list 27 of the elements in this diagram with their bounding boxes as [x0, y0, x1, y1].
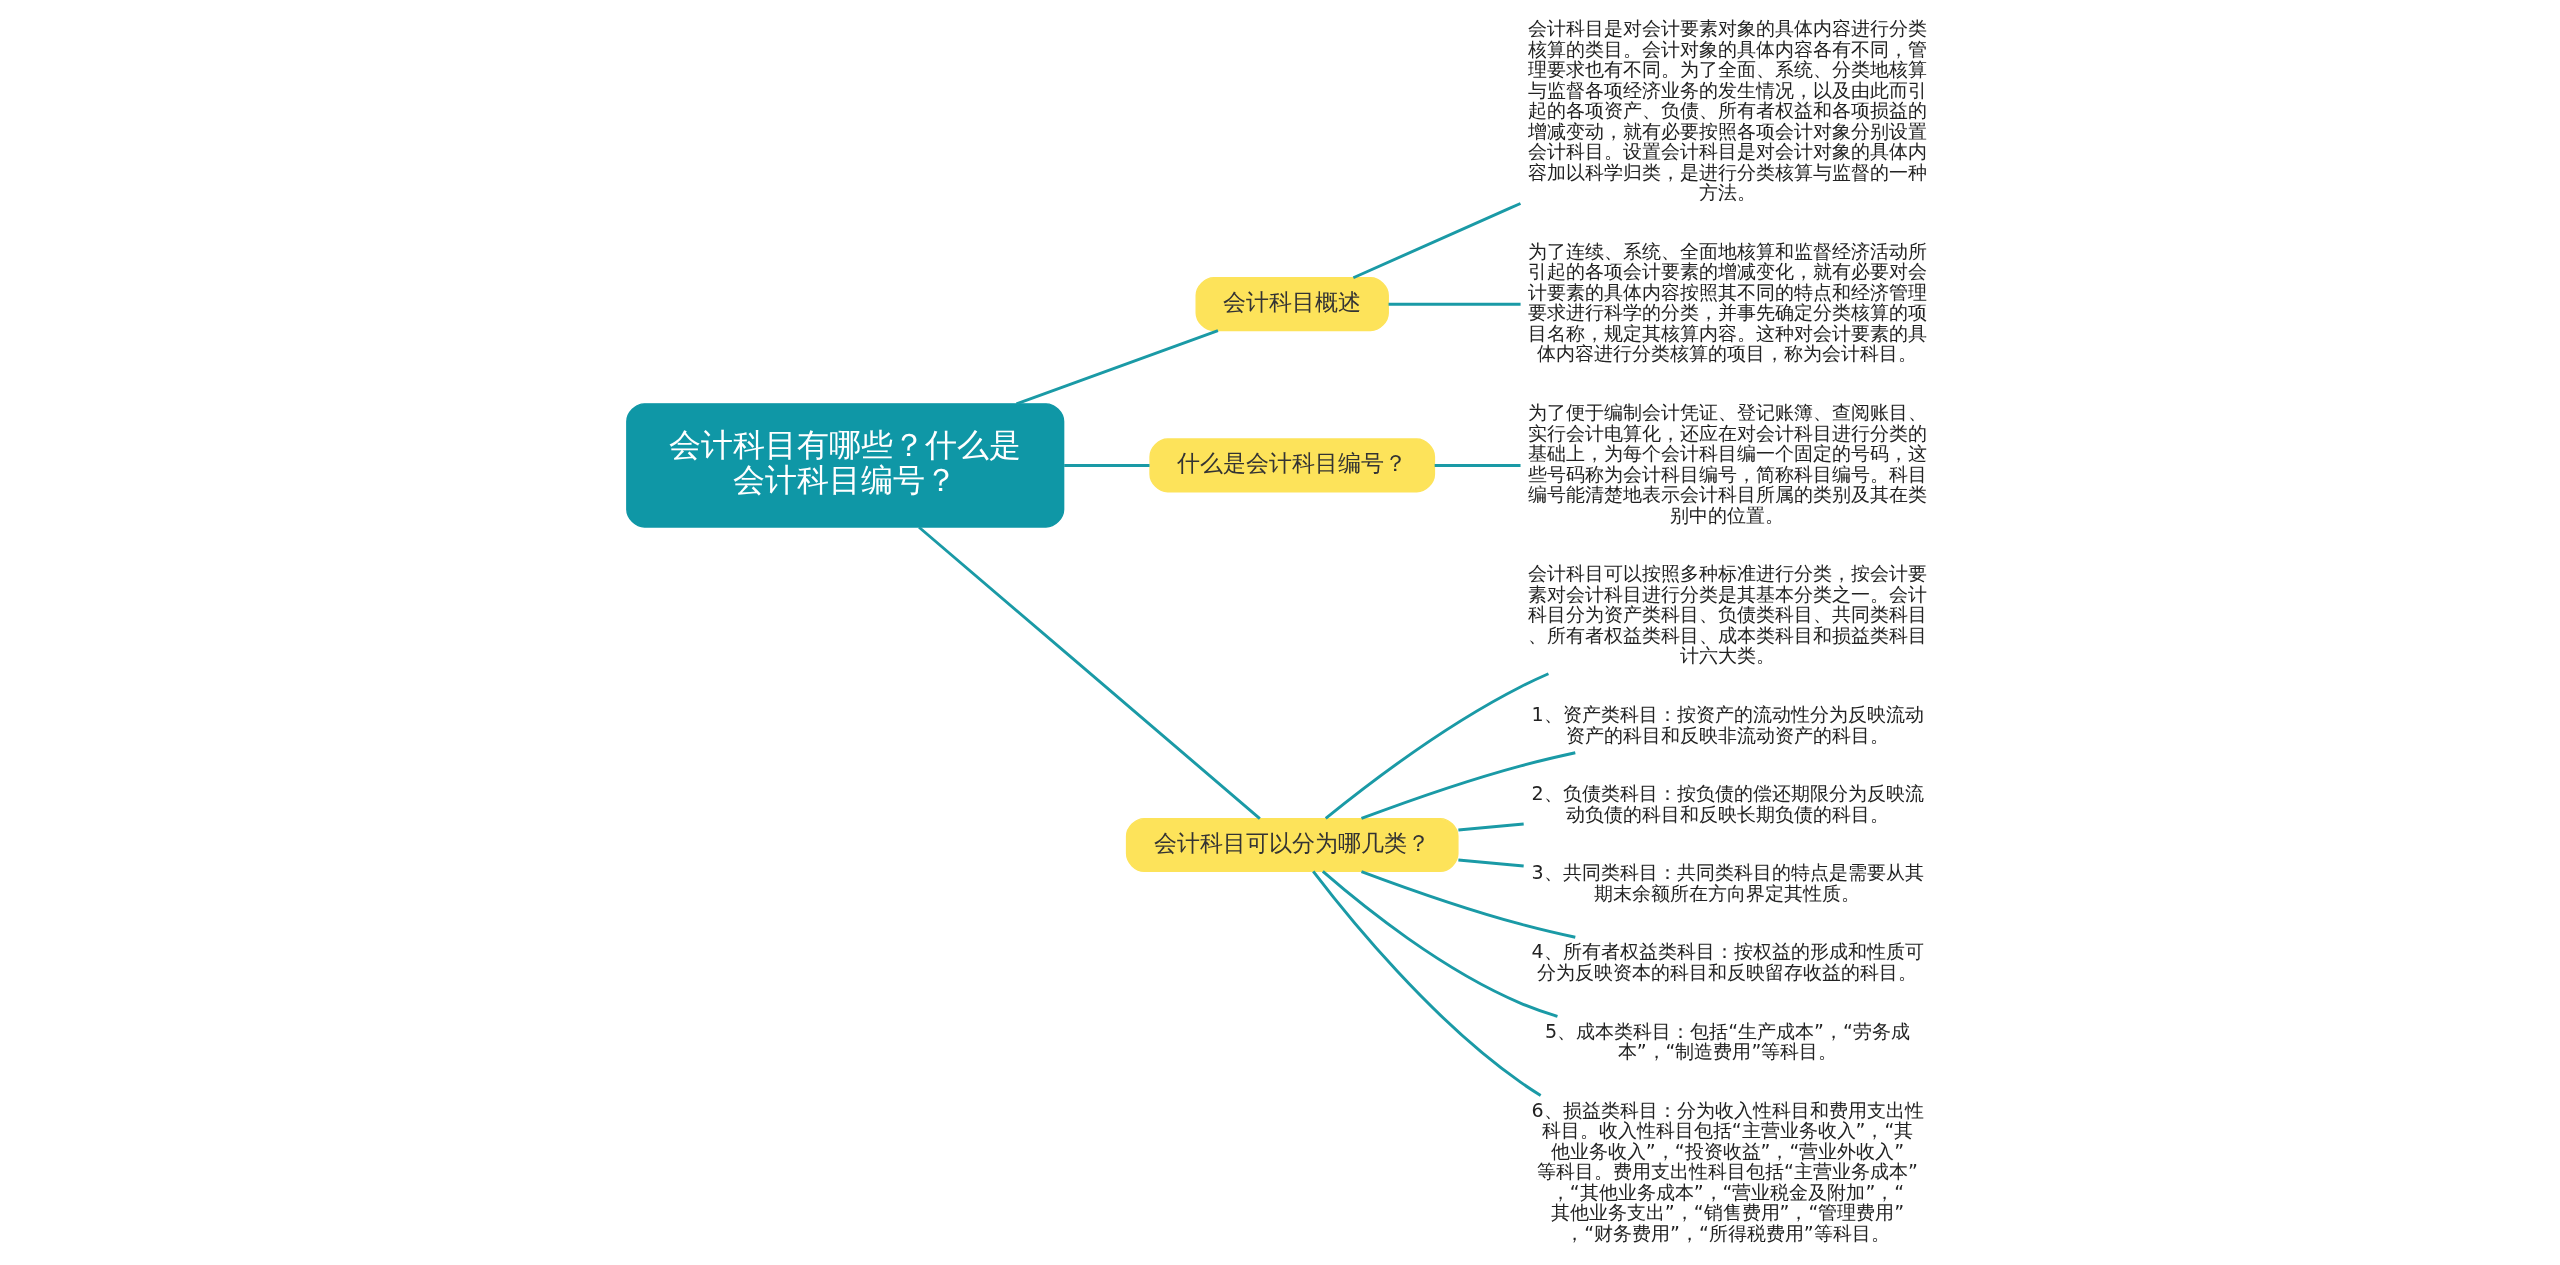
node-text: 会计科目可以按照多种标准进行分类，按会计要素对会计科目进行分类是其基本分类之一。会计科目分为资产类科目、负债类科目、共同类科目、所有者权益类科目、成本类科目和损益类科目计六大类。 [1527, 562, 1927, 667]
node-text: 5、成本类科目：包括“生产成本”，“劳务成本”，“制造费用”等科目。 [1544, 1019, 1910, 1063]
connector [1457, 858, 1524, 868]
node-text: 为了连续、系统、全面地核算和监督经济活动所引起的各项会计要素的增减变化，就有必要对会计要素的具体内容按照其不同的特点和经济管理要求进行科学的分类，并事先确定分类核算的项目名称，规定其核算内容。这种对会计要素的具体内容进行分类核算的项目，称为会计科目。 [1527, 239, 1927, 365]
node-text: 为了便于编制会计凭证、登记账簿、查阅账目、实行会计电算化，还应在对会计科目进行分类的基础上，为每个会计科目编一个固定的号码，这些号码称为会计科目编号，简称科目编号。科目编号能清楚地表示会计科目所属的类别及其在类别中的位置。 [1527, 401, 1927, 526]
connector [1388, 302, 1521, 306]
connector [1352, 202, 1521, 280]
node-text: 1、资产类科目：按资产的流动性分为反映流动资产的科目和反映非流动资产的科目。 [1530, 703, 1924, 746]
connector [1360, 870, 1576, 939]
node-text: 4、所有者权益类科目：按权益的形成和性质可分为反映资本的科目和反映留存收益的科目。 [1530, 940, 1924, 983]
node-text: 6、损益类科目：分为收入性科目和费用支出性科目。收入性科目包括“主营业务收入”，“其他业务收入”，“投资收益”，“营业外收入”等科目。费用支出性科目包括“主营业务成本”，“其他业务成本”，“营业税金及附加”，“其他业务支出”，“销售费用”，“管理费用”，“财务费用”，“所得税费用”等科目。 [1530, 1098, 1924, 1244]
node-box: 会计科目可以分为哪几类？ [1125, 817, 1459, 873]
node-box: 会计科目概述 [1195, 277, 1389, 332]
connector [1360, 751, 1576, 820]
node-box: 会计科目有哪些？什么是会计科目编号？ [625, 403, 1064, 528]
node-text: 3、共同类科目：共同类科目的特点是需要从其期末余额所在方向界定其性质。 [1530, 861, 1924, 904]
connector [917, 526, 1261, 820]
connector [1063, 463, 1149, 467]
connector [1324, 672, 1549, 820]
node-text: 会计科目是对会计要素对象的具体内容进行分类核算的类目。会计对象的具体内容各有不同，管理要求也有不同。为了全面、系统、分类地核算与监督各项经济业务的发生情况，以及由此而引起的各项资产、负债、所有者权益和各项损益的增减变动，就有必要按照各项会计对象分别设置会计科目。设置会计科目是对会计对象的具体内容加以科学归类，是进行分类核算与监督的一种方法。 [1527, 17, 1927, 204]
connector [1321, 870, 1558, 1018]
connector [1015, 329, 1218, 406]
connector [1434, 463, 1521, 467]
node-box: 什么是会计科目编号？ [1148, 438, 1435, 493]
connector [1311, 870, 1541, 1097]
node-text: 2、负债类科目：按负债的偿还期限分为反映流动负债的科目和反映长期负债的科目。 [1530, 782, 1924, 825]
connector [1457, 822, 1524, 832]
